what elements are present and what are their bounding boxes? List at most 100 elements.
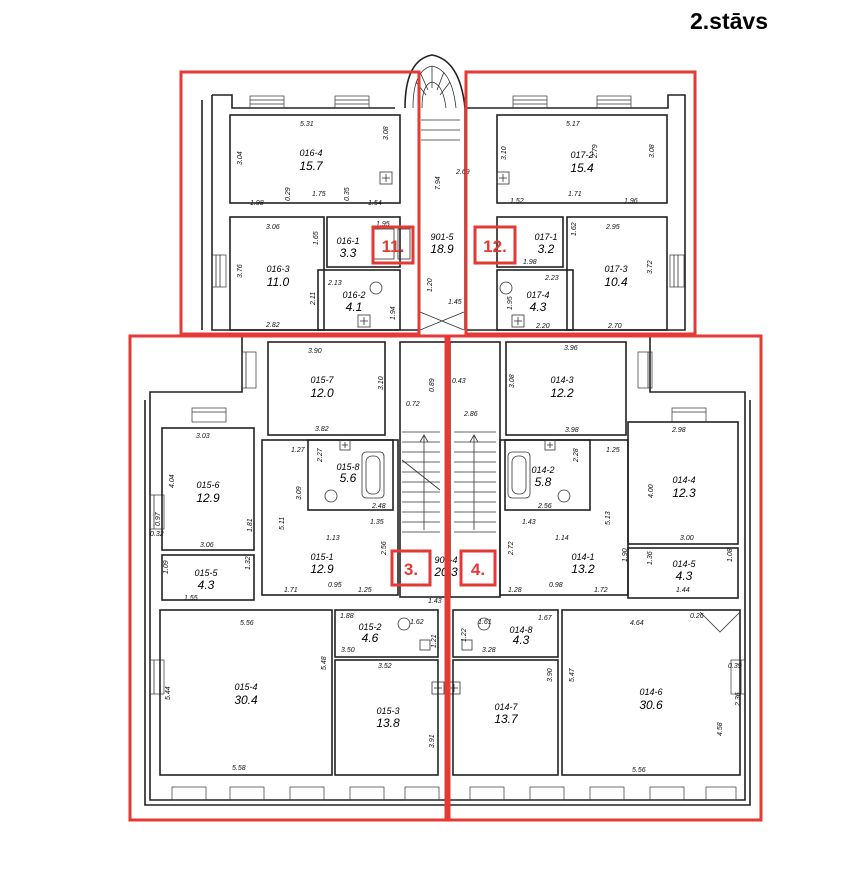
dimension-label: 1.71	[568, 191, 582, 198]
dimension-label: 0.26	[690, 613, 704, 620]
room-code: 017-4	[526, 290, 549, 300]
room-code: 016-4	[299, 148, 322, 158]
room-labels: 016-4 15.7 016-3 11.0 016-1 3.3 016-2 4.…	[194, 148, 696, 730]
room-area: 15.4	[570, 161, 594, 175]
upper-left-unit	[229, 114, 411, 331]
dimension-label: 1.25	[358, 587, 372, 594]
zone-markers: 11. 12. 3. 4.	[371, 225, 517, 587]
room-area: 4.1	[346, 300, 363, 314]
dimension-label: 5.47	[569, 667, 576, 682]
dimension-label: 3.28	[482, 647, 496, 654]
dimension-label: 1.71	[284, 587, 298, 594]
room-area: 12.9	[310, 562, 334, 576]
dimension-label: 5.13	[605, 511, 612, 525]
room-code: 014-2	[531, 465, 554, 475]
dimension-label: 2.82	[265, 322, 280, 329]
floor-title: 2.stāvs	[690, 8, 769, 34]
dimension-label: 2.72	[508, 541, 515, 556]
dimension-label: 0.39	[728, 663, 742, 670]
lower-right-unit	[452, 341, 741, 776]
dimension-label: 1.75	[312, 191, 326, 198]
dimension-label: 1.95	[507, 296, 514, 310]
dimension-label: 4.58	[717, 722, 724, 736]
room-area: 13.2	[571, 562, 595, 576]
dimension-label: 5.31	[300, 121, 314, 128]
dimension-label: 1.45	[448, 299, 462, 306]
room-area: 4.3	[676, 569, 693, 583]
dimension-label: 3.10	[501, 146, 508, 160]
dimension-label: 5.58	[232, 765, 246, 772]
dimension-label: 2.36	[735, 692, 742, 707]
dimension-label: 3.96	[564, 345, 578, 352]
dimension-label: 3.76	[237, 264, 244, 278]
dimension-label: 3.06	[266, 224, 280, 231]
corridor-901-5	[418, 108, 466, 331]
dimension-label: 1.54	[368, 200, 382, 207]
dimension-label: 1.96	[624, 198, 638, 205]
dimension-label: 2.20	[535, 323, 550, 330]
zone-marker-label: 4.	[471, 560, 485, 579]
dimension-label: 7.94	[435, 176, 442, 190]
dimension-label: 1.36	[647, 551, 654, 565]
dimension-label: 5.56	[240, 620, 254, 627]
dimension-label: 1.35	[370, 519, 384, 526]
upper-right-unit	[496, 114, 668, 331]
room-code: 014-8	[509, 625, 532, 635]
dimension-label: 5.56	[632, 767, 646, 774]
dimension-label: 1.25	[606, 447, 620, 454]
dimension-label: 5.17	[566, 121, 581, 128]
dimension-label: 1.98	[523, 259, 537, 266]
dimension-label: 0.95	[328, 582, 342, 589]
dimension-label: 3.08	[509, 374, 516, 388]
dimension-label: 3.08	[649, 144, 656, 158]
zone-outline	[128, 334, 448, 822]
room-code: 014-6	[639, 687, 662, 697]
zone-outlines	[128, 70, 763, 822]
dimension-label: 2.95	[605, 224, 620, 231]
dimension-label: 2.28	[573, 448, 580, 463]
room-code: 016-3	[266, 264, 289, 274]
dimension-label: 3.08	[383, 126, 390, 140]
dimension-label: 3.52	[378, 663, 392, 670]
dimension-label: 1.14	[555, 535, 569, 542]
room-area: 10.4	[604, 275, 628, 289]
dimension-label: 1.43	[522, 519, 536, 526]
dimension-label: 3.82	[315, 426, 329, 433]
room-area: 5.8	[535, 475, 552, 489]
dimension-label: 3.00	[680, 535, 694, 542]
dimension-labels: 5.31 3.08 3.04 1.98 1.75 1.54 1.95 0.29 …	[150, 121, 742, 774]
room-code: 015-7	[310, 375, 334, 385]
dimension-label: 2.56	[537, 503, 552, 510]
room-area: 5.6	[340, 471, 357, 485]
room-area: 12.0	[310, 386, 334, 400]
room-area: 4.3	[198, 578, 215, 592]
dimension-label: 1.90	[622, 548, 629, 562]
room-area: 15.7	[299, 159, 324, 173]
room-code: 014-7	[494, 702, 518, 712]
room-code: 015-5	[194, 568, 218, 578]
dimension-label: 1.55	[184, 595, 198, 602]
dimension-label: 1.09	[163, 560, 170, 574]
room-code: 015-6	[196, 480, 219, 490]
dimension-label: 3.72	[647, 260, 654, 274]
dimension-label: 2.48	[371, 503, 386, 510]
dimension-label: 4.04	[169, 474, 176, 488]
dimension-label: 3.90	[547, 668, 554, 682]
dimension-label: 1.61	[478, 619, 492, 626]
dimension-label: 3.04	[237, 151, 244, 165]
dimension-label: 2.56	[381, 541, 388, 556]
dimension-label: 5.11	[279, 517, 286, 530]
dimension-label: 2.27	[317, 447, 324, 463]
room-code: 014-4	[672, 475, 695, 485]
dimension-label: 1.95	[376, 221, 390, 228]
dimension-label: 1.20	[427, 278, 434, 292]
room-code: 017-3	[604, 264, 627, 274]
room-area: 11.0	[267, 275, 290, 289]
room-area: 4.6	[362, 631, 379, 645]
dimension-label: 3.98	[565, 427, 579, 434]
dimension-label: 1.43	[428, 598, 442, 605]
dimension-label: 0.29	[285, 187, 292, 201]
dimension-label: 2.69	[455, 169, 470, 176]
zone-outline	[179, 70, 421, 336]
